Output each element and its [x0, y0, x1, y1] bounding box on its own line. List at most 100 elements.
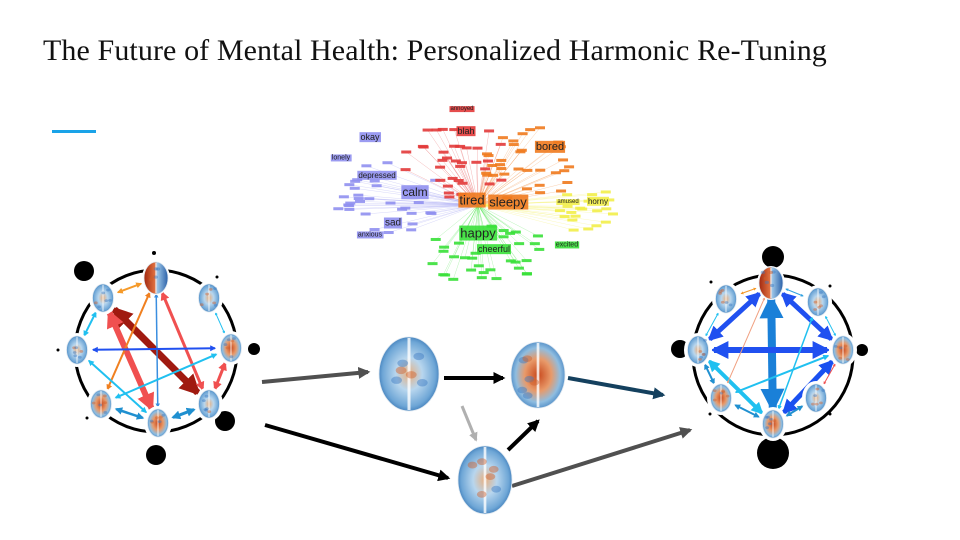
brain-activity-patch	[767, 422, 772, 426]
word-node-box	[356, 231, 384, 239]
brain-activity-patch	[699, 355, 704, 359]
word-node-small	[480, 167, 491, 171]
brain-activity-patch	[201, 399, 206, 403]
word-node-small	[491, 277, 502, 281]
word-node-small	[499, 172, 510, 176]
word-edge	[427, 129, 479, 206]
brain-map-icon	[758, 266, 784, 300]
word-node-box	[330, 154, 352, 162]
network-after	[671, 246, 868, 469]
word-node-small	[532, 234, 543, 238]
word-node-box	[534, 140, 566, 153]
word-node-small	[496, 158, 507, 162]
word-node-small	[505, 259, 516, 263]
word-node-small	[353, 193, 364, 197]
word-node-small	[470, 251, 481, 255]
connection-arrow	[726, 297, 766, 384]
word-node-anxious: anxious	[356, 231, 384, 239]
brain-map-icon	[147, 408, 169, 438]
brain-activity-patch	[395, 366, 407, 375]
brain-activity-patch	[760, 270, 765, 274]
brain-activity-patch	[813, 300, 818, 304]
word-node-small	[604, 198, 615, 202]
arrow-to-brain-state-3	[264, 423, 451, 482]
brain-activity-patch	[72, 346, 76, 350]
word-node-small	[517, 132, 528, 136]
brain-activity-patch	[416, 379, 428, 387]
word-node-box	[586, 196, 610, 206]
brain-activity-patch	[103, 401, 108, 405]
brain-activity-patch	[720, 288, 725, 292]
brain-map-icon	[143, 261, 169, 295]
word-node-small	[510, 230, 521, 234]
brain-activity-patch	[821, 295, 826, 299]
word-node-small	[570, 214, 581, 218]
word-node-small	[592, 209, 603, 213]
word-node-box	[449, 106, 475, 113]
brain-map-icon	[807, 287, 829, 317]
brain-activity-patch	[819, 401, 823, 405]
word-edge	[349, 204, 479, 206]
node-weight-dot	[828, 412, 832, 416]
word-node-small	[471, 160, 482, 164]
connection-arrow	[777, 316, 814, 410]
word-node-small	[525, 128, 536, 132]
brain-activity-patch	[766, 415, 770, 419]
word-edge	[453, 204, 479, 280]
brain-map-icon	[198, 283, 220, 313]
brain-activity-patch	[712, 398, 717, 402]
brain-activity-patch	[79, 350, 84, 353]
word-node-small	[401, 150, 412, 154]
word-node-small	[466, 268, 477, 272]
brain-activity-patch	[97, 305, 102, 309]
word-node-small	[364, 197, 375, 201]
word-node-small	[440, 273, 451, 277]
word-edge	[412, 204, 479, 225]
word-node-small	[449, 144, 460, 148]
word-node-small	[591, 224, 602, 228]
connection-arrow	[114, 353, 218, 399]
word-node-small	[508, 143, 519, 147]
brain-activity-patch	[477, 458, 487, 466]
word-node-label: amused	[557, 199, 578, 205]
connection-arrow	[154, 293, 160, 408]
brain-activity-patch	[491, 485, 502, 493]
word-node-box	[488, 194, 529, 210]
word-node-small	[453, 179, 464, 183]
word-node-small	[482, 152, 493, 156]
word-node-small	[371, 184, 382, 188]
word-node-label: calm	[402, 185, 427, 199]
brain-activity-patch	[230, 339, 235, 343]
connection-arrow	[214, 312, 226, 334]
word-node-small	[355, 199, 366, 203]
word-node-small	[345, 201, 356, 205]
word-node-small	[472, 146, 483, 150]
word-node-small	[535, 168, 546, 172]
brain-activity-patch	[821, 389, 826, 392]
word-node-small	[407, 222, 418, 226]
word-node-small	[534, 126, 545, 130]
word-node-small	[482, 159, 493, 163]
brain-activity-patch	[768, 270, 774, 275]
word-node-small	[448, 277, 459, 281]
word-node-small	[473, 264, 484, 268]
word-edge	[388, 204, 479, 233]
brain-map-icon	[457, 445, 513, 515]
word-node-small	[385, 201, 396, 205]
word-node-small	[438, 249, 449, 253]
word-node-small	[485, 268, 496, 272]
brain-activity-patch	[698, 350, 703, 353]
word-node-small	[583, 227, 594, 231]
word-node-small	[352, 178, 363, 182]
brain-activity-patch	[467, 461, 478, 469]
node-weight-dot	[856, 344, 868, 356]
brain-activity-patch	[720, 300, 725, 304]
brain-activity-patch	[524, 375, 535, 383]
word-node-small	[349, 186, 360, 190]
brain-activity-patch	[149, 278, 154, 282]
node-weight-dot	[828, 284, 832, 288]
word-edge	[477, 170, 528, 206]
word-node-small	[487, 163, 498, 167]
brain-activity-patch	[391, 376, 402, 384]
word-node-small	[550, 171, 561, 175]
